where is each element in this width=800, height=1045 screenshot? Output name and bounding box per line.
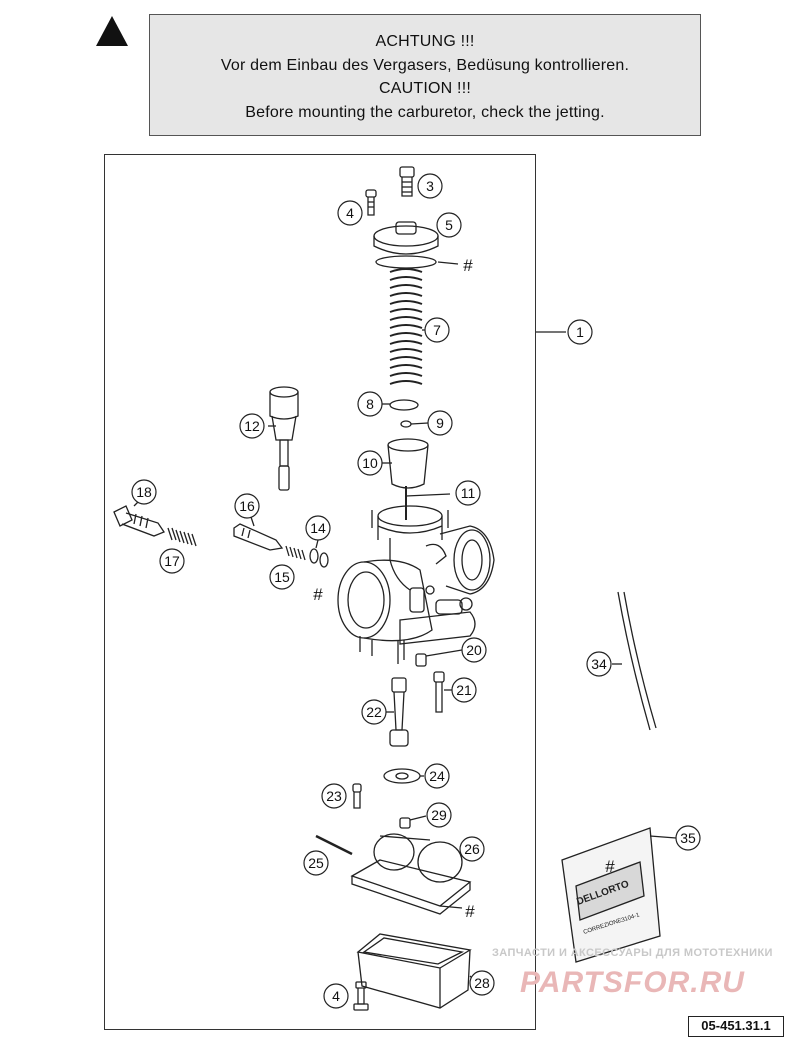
callout-10: 10 [362,455,378,471]
part-29-float-valve [399,815,427,829]
part-22-needle-jet [386,677,409,747]
notice-line-en-text: Before mounting the carburetor, check th… [245,103,605,121]
callout-24: 24 [429,768,445,784]
callout-1: 1 [576,324,584,340]
part-9-needle-clip [400,420,429,428]
watermark-logo: PARTSFOR.RU [520,966,745,999]
document-number: 05-451.31.1 [688,1016,784,1037]
callout-12: 12 [244,418,260,434]
callout-4: 4 [346,205,354,221]
part-25-float-pin [315,834,353,856]
callout-23: 23 [326,788,342,804]
part-21-pilot-jet [433,671,452,713]
notice-line-de-title: ACHTUNG !!! [375,33,475,50]
callout-3: 3 [426,178,434,194]
hash-mark-gasket: # [465,902,475,921]
callout-9: 9 [436,415,444,431]
callout-26: 26 [464,841,480,857]
callout-16: 16 [239,498,255,514]
part-24-nut [383,768,424,784]
callout-8: 8 [366,396,374,412]
part-11-jet-needle [405,486,451,520]
callout-20: 20 [466,642,482,658]
callout-15: 15 [274,569,290,585]
callout-4b: 4 [332,988,340,1004]
callout-28: 28 [474,975,490,991]
part-26-float [350,833,472,915]
callout-11: 11 [461,485,476,501]
part-18-idle-screw [113,499,165,537]
callout-29: 29 [431,807,447,823]
part-3-adjuster-screw [399,166,415,197]
callout-14: 14 [310,520,326,536]
callout-25: 25 [308,855,324,871]
callout-34: 34 [591,656,607,672]
part-34-fuel-hose [612,591,657,731]
part-17-spring [167,527,197,547]
watermark-subtitle: ЗАПЧАСТИ И АКСЕССУАРЫ ДЛЯ МОТОТЕХНИКИ [492,947,773,959]
part-4-screw [365,189,377,216]
part-15-spring [285,545,306,561]
callout-5: 5 [445,217,453,233]
callout-21: 21 [456,682,472,698]
hash-mark-oring: # [313,585,323,604]
part-8-washer [382,399,419,411]
notice-line-en-title: CAUTION !!! [379,80,471,97]
assembly-frame [104,154,536,1030]
notice-line-de-text: Vor dem Einbau des Vergasers, Bedüsung k… [220,56,630,74]
part-16-mixture-screw [233,513,284,551]
callout-35: 35 [680,830,696,846]
part-28-float-bowl [356,933,475,1009]
part-1-carburetor-body [337,505,495,664]
warning-triangle-icon [96,16,128,46]
callout-18: 18 [136,484,152,500]
caution-notice: ACHTUNG !!! Vor dem Einbau des Vergasers… [149,14,701,136]
package-code: 3104-1 [621,912,641,924]
hash-mark-package: # [605,857,615,876]
part-14-o-ring [309,539,329,568]
part-10-throttle-slide [382,438,429,489]
callout-17: 17 [164,553,180,569]
part-12-choke-plunger [268,386,299,491]
part-7-spring [389,268,428,385]
callout-22: 22 [366,704,382,720]
hash-mark-cap: # [463,256,473,275]
part-20-jet [415,649,463,667]
part-23-float-needle [352,783,362,809]
part-4b-drain-screw [353,981,369,1011]
part-35-jet-package [561,827,677,963]
callout-7: 7 [433,322,441,338]
